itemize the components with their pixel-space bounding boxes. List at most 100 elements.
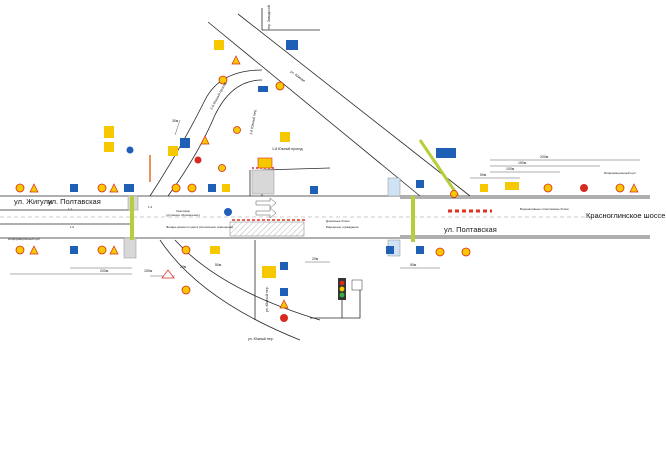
- no-entry-icon: [233, 126, 241, 134]
- road-signs: [15, 40, 639, 322]
- speed-limit-icon: [187, 183, 197, 193]
- traffic-light-icon: [339, 292, 345, 298]
- speed-limit-icon: [275, 81, 285, 91]
- speed-limit-icon: [181, 285, 191, 295]
- road-yuzhnaya-edge-1: [207, 21, 421, 197]
- speed-limit-icon: [15, 183, 25, 193]
- direction-arrow-icon: [386, 246, 394, 254]
- speed-limit-icon: [15, 245, 25, 255]
- lamp-note: Фонарь красного цвета (сигнальное освеще…: [166, 225, 233, 229]
- sign-group-left-vertical: [104, 126, 134, 154]
- meas-30-diag: [174, 119, 181, 136]
- speed-limit-icon: [461, 247, 471, 257]
- street-yuzhnaya-top: ул. Южная: [289, 70, 305, 83]
- direction-arrows: [255, 197, 277, 219]
- marking-1-6: 1.6: [70, 225, 75, 229]
- road-south-lane-bottom-a: [159, 239, 301, 341]
- sign-plate: [214, 40, 224, 50]
- sign-plate: [436, 148, 456, 158]
- triangle-warning-icon: [200, 135, 210, 145]
- road-yuzhnaya-edge-2: [237, 13, 471, 197]
- no-entry-icon: [194, 156, 202, 164]
- traffic-light-legend: [310, 278, 363, 319]
- street-2nd-south-passage: 2-й Южный проезд: [209, 82, 227, 111]
- dist-100-top: 100м: [506, 167, 515, 171]
- dist-200-left: 200м: [100, 269, 109, 273]
- speed-limit-icon: [171, 183, 181, 193]
- triangle-warning-icon: [109, 245, 119, 255]
- street-south-lane-vertical: ул. Южный пер.: [265, 286, 269, 312]
- sign-plate: [505, 182, 519, 190]
- sign-plate: [262, 266, 276, 278]
- sign-plate: [124, 184, 134, 192]
- dist-150-left: 150м: [144, 269, 153, 273]
- triangle-warning-icon: [629, 183, 639, 193]
- triangle-warning-icon: [29, 183, 39, 193]
- traffic-light-icon: [339, 286, 345, 292]
- direction-arrow-icon: [416, 246, 424, 254]
- road-network: [0, 8, 650, 341]
- plastic-blocks-note: Водоналивные пластиковые блоки: [520, 207, 569, 211]
- dist-30-diag: 30м: [172, 119, 179, 123]
- speed-limit-icon: [218, 164, 226, 172]
- street-zhiguli: ул. Жигули: [14, 197, 52, 206]
- sign-plate: [280, 132, 290, 142]
- sign-group-left-bottom: [15, 245, 119, 255]
- sign-plate: [104, 142, 114, 152]
- traffic-light-label: Светофор: [176, 209, 190, 213]
- dist-50-right: 50м: [410, 263, 417, 267]
- road-2nd-south-passage-b: [167, 79, 263, 197]
- sign-plate: [180, 138, 190, 148]
- fence-diagonal: [418, 139, 460, 197]
- direction-arrow-icon: [310, 186, 318, 194]
- annotation-labels: Информационный щит Информационный щит Св…: [8, 171, 637, 241]
- direction-arrow-icon: [255, 207, 277, 219]
- street-1st-south-passage: 1-й Южный проезд: [272, 147, 303, 151]
- dist-200-top: 200м: [540, 155, 549, 159]
- street-poltavskaya-left: ул. Полтавская: [48, 197, 101, 206]
- dist-20-mid: 20м: [312, 257, 319, 261]
- sign-plate: [104, 126, 114, 138]
- info-board-left: Информационный щит: [8, 237, 41, 241]
- direction-arrow-icon: [255, 197, 277, 209]
- sign-board-work-zone: [257, 157, 273, 169]
- no-entry-icon: [218, 75, 228, 85]
- direction-arrow-icon: [416, 180, 424, 188]
- sign-plate: [258, 86, 268, 92]
- speed-limit-icon: [435, 247, 445, 257]
- street-krasnoglinskoe: Красноглинское шоссе: [586, 211, 665, 220]
- work-zone-box-right: [387, 177, 401, 197]
- street-south-lane-short: 1-й Южный пер.: [249, 109, 257, 135]
- speed-limit-icon: [97, 183, 107, 193]
- dist-50-top: 50м: [480, 173, 487, 177]
- sign-group-bottom: [161, 269, 289, 322]
- marking-1-3: 1.3: [148, 205, 153, 209]
- speed-limit-icon: [181, 245, 191, 255]
- fence-left-vertical: [130, 196, 134, 240]
- sign-group-left-top: [15, 183, 134, 193]
- speed-limit-icon: [615, 183, 625, 193]
- street-zavodskoy: пер. Заводской: [267, 5, 271, 30]
- triangle-warning-icon: [29, 245, 39, 255]
- work-zone-box-left: [123, 237, 137, 259]
- street-south-lane-bottom: ул. Южный пер.: [248, 337, 274, 341]
- dist-20-left: 20м: [180, 265, 187, 269]
- direction-arrow-icon: [70, 184, 78, 192]
- traffic-light-icon: [339, 280, 345, 286]
- direction-arrow-icon: [224, 208, 232, 216]
- traffic-light-cable: [341, 290, 361, 319]
- sign-plate: [480, 184, 488, 192]
- info-board-right: Информационный щит: [604, 171, 637, 175]
- road-south-lane-bottom-b: [174, 239, 321, 321]
- triangle-warning-icon: [161, 269, 175, 279]
- fences: [130, 139, 492, 242]
- triangle-warning-icon: [279, 299, 289, 309]
- direction-arrow-icon: [208, 184, 216, 192]
- triangle-warning-icon: [109, 183, 119, 193]
- work-zone-main: [229, 221, 305, 237]
- dist-50-mid: 50м: [215, 263, 222, 267]
- sign-group-yuzhnaya: [258, 40, 456, 158]
- sign-plate: [168, 146, 178, 156]
- barrier-note: Барьерное ограждение: [326, 225, 359, 229]
